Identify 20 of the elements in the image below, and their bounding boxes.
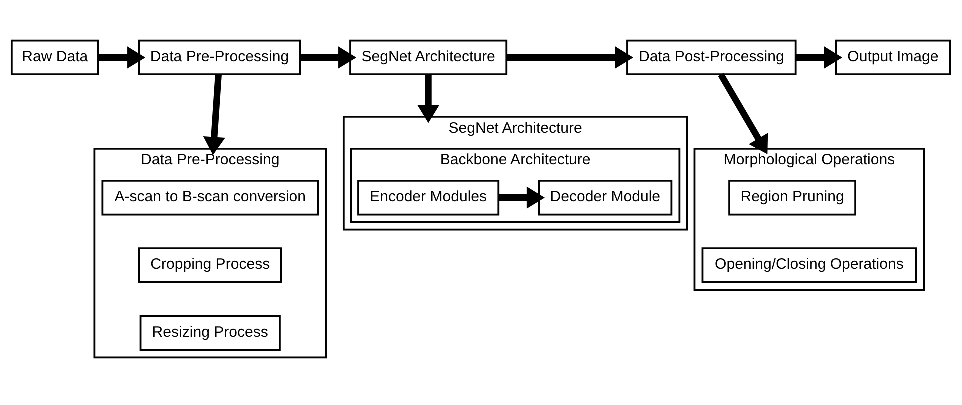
arrow bbox=[418, 74, 440, 123]
node-box: Opening/Closing Operations bbox=[702, 247, 918, 283]
node-box: Raw Data bbox=[10, 39, 100, 76]
node-box: A-scan to B-scan conversion bbox=[102, 179, 319, 216]
node-box: Encoder Modules bbox=[358, 179, 500, 216]
arrow bbox=[498, 186, 545, 208]
arrow bbox=[300, 46, 357, 68]
node-box: Data Pre-Processing bbox=[138, 39, 302, 76]
node-box: Decoder Module bbox=[538, 179, 673, 216]
arrow bbox=[203, 74, 226, 155]
arrow bbox=[506, 46, 634, 68]
node-box: Cropping Process bbox=[138, 247, 282, 283]
node-box: Resizing Process bbox=[140, 314, 281, 351]
arrow bbox=[796, 46, 843, 68]
node-box: SegNet Architecture bbox=[350, 39, 508, 76]
node-box: Output Image bbox=[835, 39, 952, 76]
node-box: Region Pruning bbox=[728, 179, 856, 216]
arrow bbox=[98, 46, 146, 68]
arrow bbox=[718, 72, 768, 154]
node-box: Data Post-Processing bbox=[626, 39, 797, 76]
